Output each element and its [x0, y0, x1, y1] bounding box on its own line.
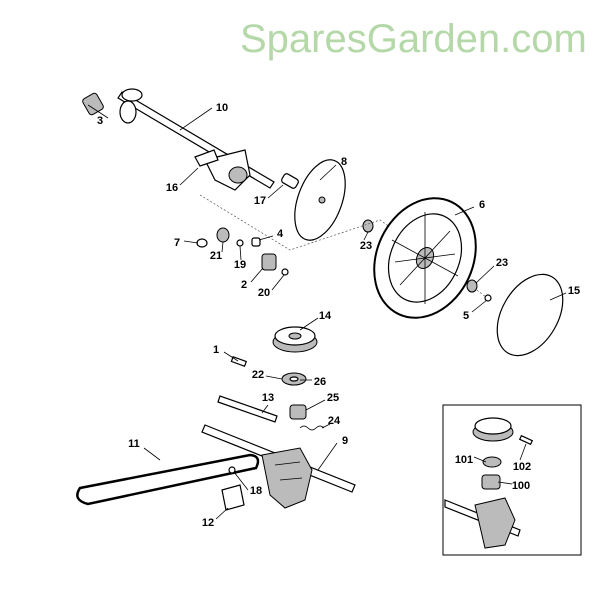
callout-24: 24: [328, 415, 341, 427]
part-bearing: [216, 227, 230, 243]
part-spring: [251, 237, 261, 247]
part-hubcap: [496, 273, 564, 357]
leader-lines: [87, 104, 567, 520]
part-wheel: [373, 197, 477, 319]
callout-14: 14: [319, 310, 332, 322]
part-bush: [281, 173, 299, 189]
part-ring: [236, 239, 244, 247]
callout-22: 22: [252, 369, 264, 381]
callout-17: 17: [254, 195, 266, 207]
part-bearing-23b: [466, 279, 478, 293]
callout-4: 4: [277, 228, 284, 240]
callout-5: 5: [463, 310, 469, 322]
part-axle-rod: [117, 88, 275, 191]
part-collar: [289, 404, 307, 420]
part-screw: [484, 294, 492, 302]
callout-100: 100: [512, 480, 530, 492]
callout-21: 21: [210, 250, 222, 262]
callout-10: 10: [216, 102, 228, 114]
watermark: SparesGarden.com: [240, 17, 587, 61]
part-spring-24: [299, 425, 325, 431]
part-gear: [261, 253, 277, 271]
callout-16: 16: [166, 182, 178, 194]
callout-12: 12: [202, 517, 214, 529]
callout-18: 18: [250, 485, 262, 497]
part-pinion: [82, 92, 104, 116]
disc-hole: [318, 196, 326, 204]
callout-101: 101: [455, 454, 473, 466]
callout-labels: 3 10 16 17 8 6 7 21 19 4 2 20 23 23 5 15…: [97, 102, 580, 529]
callout-26: 26: [314, 376, 326, 388]
callout-8: 8: [341, 156, 347, 168]
callout-23a: 23: [360, 240, 372, 252]
callout-2: 2: [241, 279, 247, 291]
callout-20: 20: [258, 287, 270, 299]
callout-7: 7: [174, 237, 180, 249]
callout-1: 1: [213, 344, 219, 356]
part-gearbox: [261, 447, 313, 509]
part-bolt: [228, 466, 236, 474]
callout-11: 11: [128, 438, 140, 450]
inset-detail: [442, 404, 582, 556]
callout-23b: 23: [496, 257, 508, 269]
callout-6: 6: [479, 199, 485, 211]
callout-13: 13: [262, 392, 274, 404]
part-bracket: [221, 484, 245, 511]
callout-25: 25: [327, 392, 339, 404]
bearing-bore: [289, 376, 299, 382]
callout-102: 102: [513, 461, 531, 473]
part-shaft: [217, 395, 278, 423]
callout-3: 3: [97, 115, 103, 127]
part-belt: [76, 453, 260, 506]
part-bearing-23a: [362, 219, 374, 233]
part-pulley: [272, 326, 318, 353]
callout-19: 19: [234, 259, 246, 271]
part-washer: [196, 238, 208, 248]
part-clip: [281, 268, 289, 276]
callout-15: 15: [568, 285, 580, 297]
callout-9: 9: [342, 435, 348, 447]
